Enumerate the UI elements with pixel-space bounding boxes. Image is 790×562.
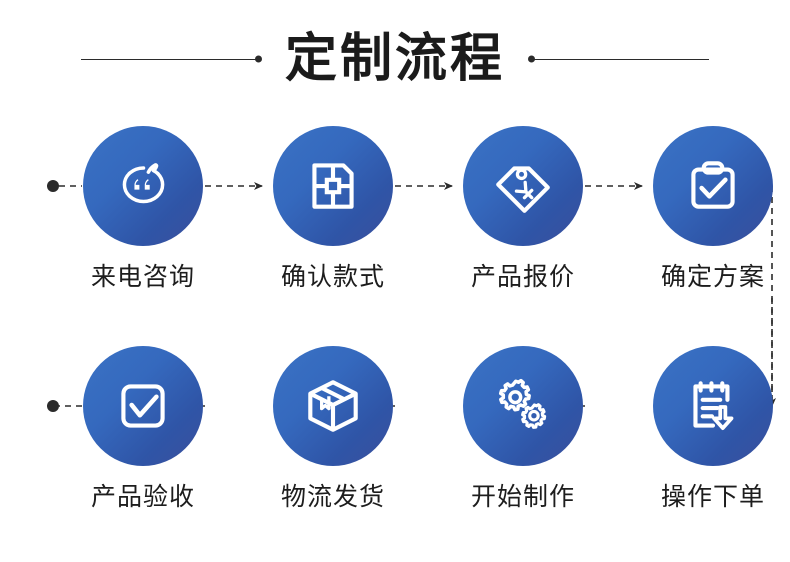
header-dot-right-icon [528,55,535,63]
step-label: 开始制作 [470,483,575,511]
flow-step-chan-pin-yan-shou[interactable]: 产品验收 [68,346,218,512]
speech-bubble-quote-icon [122,163,165,204]
flow-step-chan-pin-bao-jia[interactable]: 产品报价 [448,126,598,292]
price-tag-yuan-icon [496,166,550,213]
step-label: 确认款式 [280,263,385,291]
step-icon-circle [463,346,583,466]
step-label: 确定方案 [660,263,765,291]
flow-step-que-ren-kuan-shi[interactable]: 确认款式 [258,126,408,292]
flow-step-lai-dian-zi-xun[interactable]: 来电咨询 [68,126,218,292]
step-label: 来电咨询 [90,263,195,291]
page-title: 定制流程 [284,30,505,88]
clipboard-check-icon [691,161,735,209]
flow-row-2: 产品验收 物流发货 [0,346,790,546]
process-flow: 来电咨询 确认款式 [0,108,790,548]
gears-icon [498,378,547,429]
step-label: 物流发货 [280,483,385,511]
header-rule-right [528,55,709,63]
header-rule-left [80,55,262,63]
flow-row-1: 来电咨询 确认款式 [0,126,790,326]
step-label: 产品验收 [90,483,195,511]
step-icon-circle [273,346,393,466]
page-header: 定制流程 [0,18,790,100]
step-icon-circle [653,126,773,246]
order-download-icon [693,381,734,431]
step-label: 操作下单 [660,483,765,511]
flow-step-kai-shi-zhi-zuo[interactable]: 开始制作 [448,346,598,512]
blueprint-design-icon [312,163,354,209]
step-icon-circle [273,126,393,246]
flow-step-que-ding-fang-an[interactable]: 确定方案 [638,126,788,292]
flow-step-wu-liu-fa-huo[interactable]: 物流发货 [258,346,408,512]
checkbox-check-icon [121,384,165,428]
step-icon-circle [653,346,773,466]
step-label: 产品报价 [470,263,575,291]
step-icon-circle [463,126,583,246]
flow-step-cao-zuo-xia-dan[interactable]: 操作下单 [638,346,788,512]
step-icon-circle [83,126,203,246]
shipping-box-icon [308,380,358,432]
header-dot-left-icon [254,55,262,63]
step-icon-circle [83,346,203,466]
